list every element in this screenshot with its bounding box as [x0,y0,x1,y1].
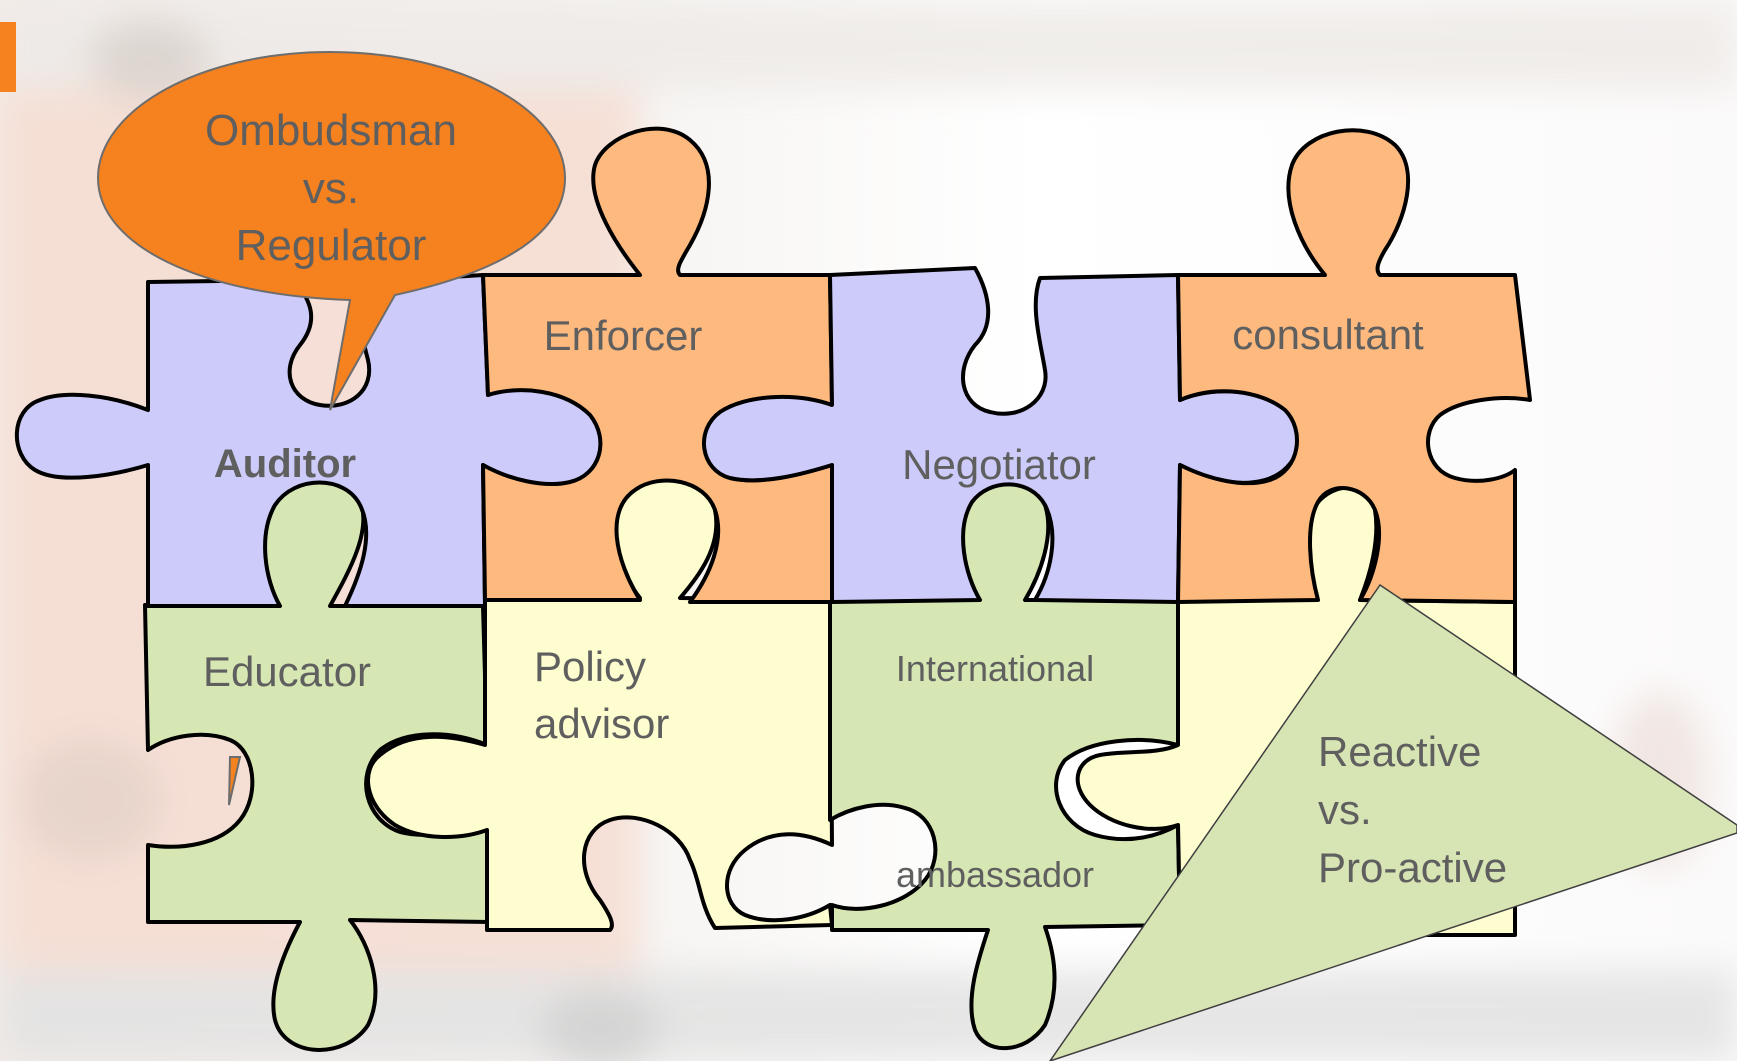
puzzle-piece-consultant [1176,128,1532,604]
label-ambassador: ambassador [896,854,1094,895]
callout-line-3: Regulator [236,221,427,270]
callout-line-1: Ombudsman [205,106,457,155]
callout-ombudsman-regulator [96,50,567,411]
label-auditor: Auditor [214,442,356,486]
callout-tail-small [228,756,242,806]
callout-line-1: Reactive [1318,728,1481,775]
label-consultant: consultant [1232,311,1424,358]
label-educator: Educator [203,648,371,695]
label-negotiator: Negotiator [902,441,1096,488]
label-policy: Policy [534,643,646,690]
label-enforcer: Enforcer [544,312,703,359]
callout-line-2: vs. [1318,786,1372,833]
label-advisor: advisor [534,700,669,747]
callout-text-ombudsman: Ombudsman vs. Regulator [205,106,457,270]
callout-text-reactive: Reactive vs. Pro-active [1318,728,1507,891]
accent-bar [0,22,16,92]
label-international: International [896,648,1094,689]
callout-line-3: Pro-active [1318,844,1507,891]
callout-line-2: vs. [303,164,359,213]
callout-reactive-proactive [1049,583,1737,1061]
